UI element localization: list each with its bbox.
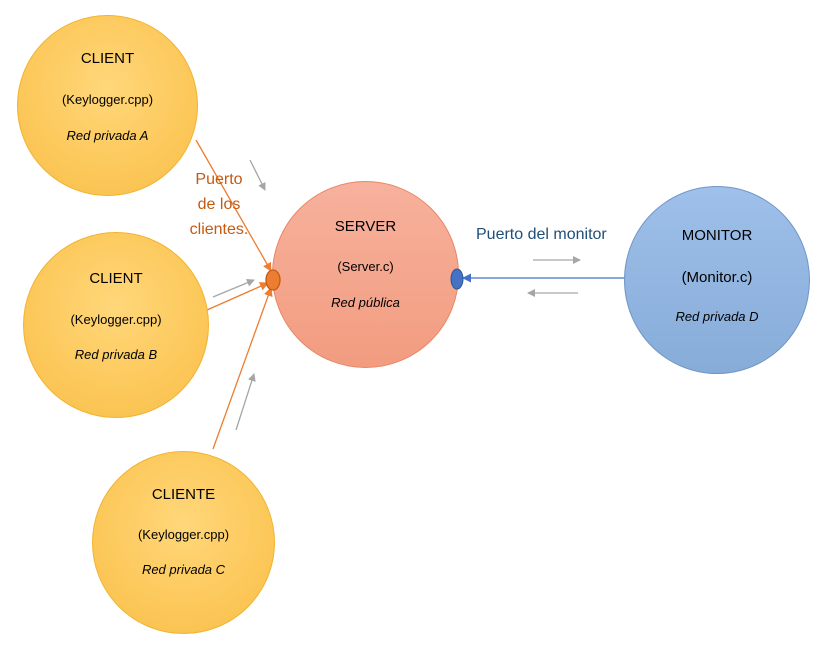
clients-port-label: Puerto de los clientes. xyxy=(174,167,264,242)
clients-port-label-line-2: de los xyxy=(197,196,241,213)
client-c-program: (Keylogger.cpp) xyxy=(137,527,230,542)
flow-arrow-client-a xyxy=(249,159,266,191)
monitor-node: MONITOR (Monitor.c) Red privada D xyxy=(624,186,810,374)
server-title: SERVER xyxy=(334,218,397,235)
monitor-network: Red privada D xyxy=(675,309,759,324)
flow-arrow-client-c xyxy=(235,373,256,431)
flow-arrow-client-b xyxy=(212,278,255,298)
monitor-program: (Monitor.c) xyxy=(681,269,753,286)
server-node: SERVER (Server.c) Red pública xyxy=(272,181,459,368)
client-b-title: CLIENT xyxy=(89,270,143,287)
client-a-connector xyxy=(195,139,272,272)
client-c-node: CLIENTE (Keylogger.cpp) Red privada C xyxy=(92,451,275,634)
clients-port-marker xyxy=(265,269,281,291)
monitor-port-label: Puerto del monitor xyxy=(476,226,607,243)
client-b-network: Red privada B xyxy=(74,347,158,362)
client-a-node: CLIENT (Keylogger.cpp) Red privada A xyxy=(17,15,198,196)
clients-port-label-line-3: clientes. xyxy=(189,221,249,238)
client-a-program: (Keylogger.cpp) xyxy=(61,92,154,107)
client-c-network: Red privada C xyxy=(141,562,226,577)
clients-port-label-line-1: Puerto xyxy=(195,171,243,188)
client-b-program: (Keylogger.cpp) xyxy=(70,312,162,327)
client-a-network: Red privada A xyxy=(66,128,149,143)
client-b-connector xyxy=(206,282,269,311)
client-a-title: CLIENT xyxy=(80,50,135,67)
client-b-node: CLIENT (Keylogger.cpp) Red privada B xyxy=(23,232,209,418)
client-c-title: CLIENTE xyxy=(151,486,216,503)
server-network: Red pública xyxy=(331,295,400,310)
monitor-port-marker xyxy=(450,268,464,290)
client-c-connector xyxy=(212,287,273,450)
monitor-title: MONITOR xyxy=(681,227,753,244)
server-program: (Server.c) xyxy=(337,259,394,274)
